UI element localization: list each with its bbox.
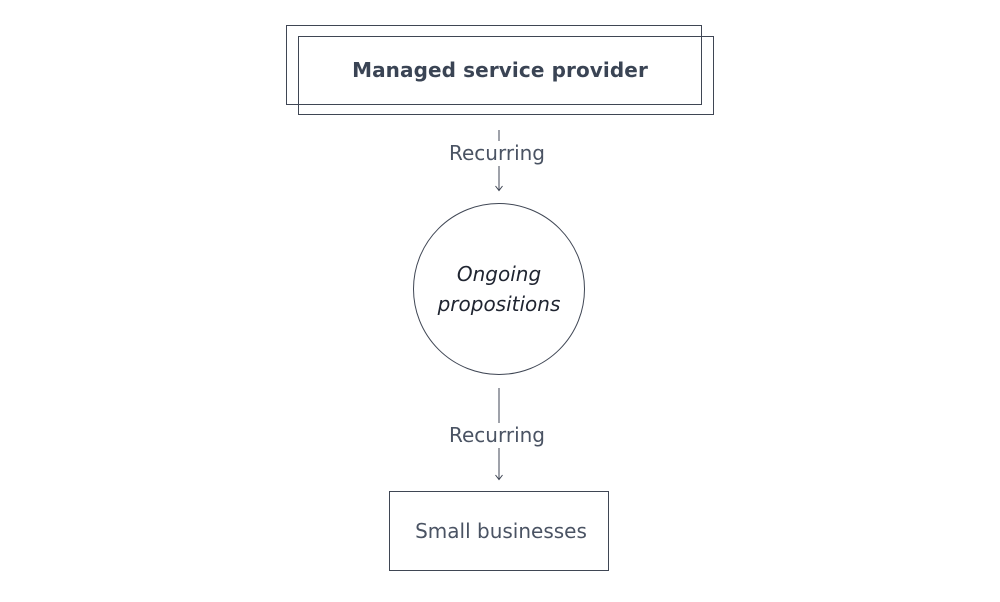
edge-label-propositions-to-businesses: Recurring (397, 423, 597, 447)
provider-node-label: Managed service provider (352, 58, 648, 82)
propositions-label-line1: Ongoing (456, 262, 542, 286)
provider-node-shadow-frame (286, 25, 702, 105)
businesses-node: Small businesses (389, 491, 609, 571)
arrowhead-propositions-to-businesses (495, 474, 503, 481)
businesses-node-label: Small businesses (415, 519, 587, 543)
propositions-label-line2: propositions (437, 292, 561, 316)
edge-label-provider-to-propositions: Recurring (397, 141, 597, 165)
provider-node-frame (298, 36, 714, 115)
arrowhead-provider-to-propositions (495, 185, 503, 192)
propositions-node: Ongoing propositions (413, 203, 585, 375)
propositions-node-label: Ongoing propositions (424, 259, 574, 319)
